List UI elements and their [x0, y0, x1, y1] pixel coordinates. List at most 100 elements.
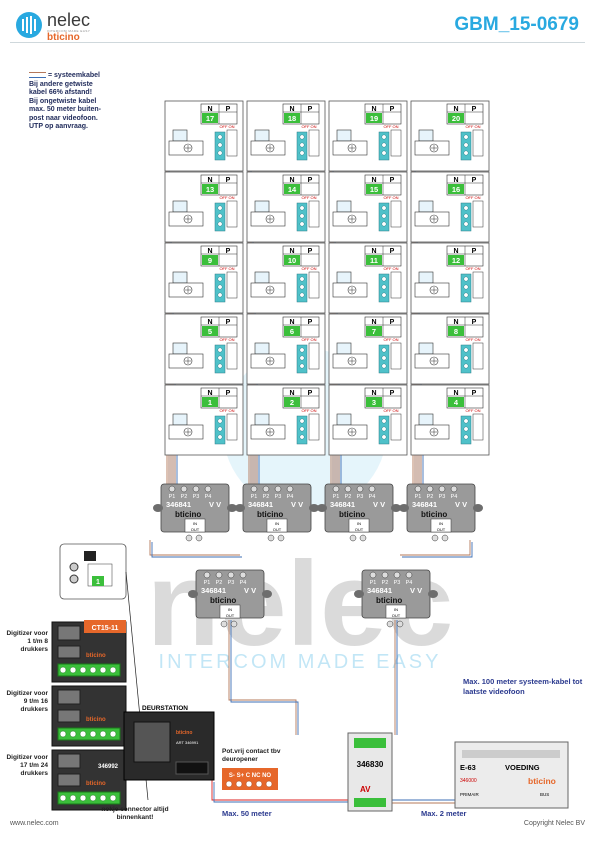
terminal-screw	[299, 150, 305, 156]
port-label: P2	[427, 494, 434, 500]
distributor-vv: V V	[244, 586, 256, 595]
col-n-label: N	[289, 177, 294, 184]
digitizer-label-2: Digitizer voor 9 t/m 16 drukkers	[6, 690, 48, 713]
note-max-50m: Max. 50 meter	[222, 809, 272, 818]
distributor-model: 346841	[166, 500, 191, 509]
port-label: P4	[287, 494, 294, 500]
terminal-screw	[463, 205, 469, 211]
col-p-label: P	[308, 319, 313, 326]
mount-tab	[473, 504, 483, 512]
unit-number-cell	[202, 255, 218, 265]
distributor-vv: V V	[209, 500, 221, 509]
terminal-screw	[89, 794, 97, 802]
module-port	[57, 773, 81, 787]
detail-number: 1	[96, 579, 100, 586]
terminal-screw	[99, 794, 107, 802]
terminal-screw	[99, 730, 107, 738]
distributor-brand: bticino	[175, 510, 201, 519]
psu-part: 346000	[460, 778, 477, 784]
unit-number: 10	[288, 256, 296, 265]
port-screw	[381, 571, 389, 579]
switch-label: OFF ON	[383, 266, 398, 271]
unit-number-cell	[366, 326, 382, 336]
module-port	[57, 625, 81, 641]
monitor-screen	[418, 271, 434, 284]
port-screw	[344, 485, 352, 493]
sound-wave-icon	[16, 12, 42, 38]
distributor-brand: bticino	[210, 596, 236, 605]
dip-switch	[226, 129, 238, 157]
port-screw	[450, 485, 458, 493]
switch-label: OFF ON	[219, 337, 234, 342]
unit-number-cell	[366, 255, 382, 265]
port-screw	[204, 485, 212, 493]
mount-tab	[227, 504, 237, 512]
unit-number: 9	[208, 256, 212, 265]
port-label: P4	[240, 580, 247, 586]
terminal-screw	[109, 730, 117, 738]
monitor-screen	[336, 129, 352, 142]
unit-number: 8	[454, 327, 458, 336]
terminal-screw	[463, 292, 469, 298]
col-p-label: P	[226, 390, 231, 397]
dip-switch	[390, 413, 402, 441]
distributor-in: IN	[439, 521, 443, 526]
col-n-label: N	[207, 106, 212, 113]
psu-vent	[462, 750, 560, 758]
terminal-screw	[463, 150, 469, 156]
unit-number: 20	[452, 114, 460, 123]
out-screw	[349, 534, 357, 542]
module-port	[57, 689, 81, 705]
terminal-screw	[463, 434, 469, 440]
terminal-screw	[299, 134, 305, 140]
dip-switch	[308, 342, 320, 370]
in-out-block	[430, 518, 452, 533]
col-n-label: N	[207, 390, 212, 397]
legend-title-row: = systeemkabel	[29, 72, 127, 81]
unit-number-cell	[448, 113, 464, 123]
port-label: P1	[333, 494, 340, 500]
in-out-block	[184, 518, 206, 533]
psu-left-label: PRIMAIR	[460, 792, 480, 797]
terminal-screw	[217, 205, 223, 211]
col-n-label: N	[371, 390, 376, 397]
terminal-screw	[217, 363, 223, 369]
port-label: P1	[370, 580, 377, 586]
col-n-label: N	[289, 390, 294, 397]
terminal-screw	[381, 284, 387, 290]
connector-note: nokje connector altijd binnenkant!	[101, 806, 169, 821]
monitor-screen	[418, 129, 434, 142]
terminal-screw	[299, 276, 305, 282]
dip-switch	[472, 342, 484, 370]
relay-screw	[265, 780, 273, 788]
unit-number-cell	[284, 326, 300, 336]
unit-number: 7	[372, 327, 376, 336]
col-p-label: P	[390, 319, 395, 326]
unit-number: 13	[206, 185, 214, 194]
distributor-brand: bticino	[339, 510, 365, 519]
port-screw	[168, 485, 176, 493]
switch-label: OFF ON	[301, 408, 316, 413]
mount-tab	[153, 504, 163, 512]
terminal-screw	[299, 205, 305, 211]
terminal-screw	[299, 221, 305, 227]
out-screw	[396, 620, 404, 628]
unit-number-cell	[366, 397, 382, 407]
monitor-screen	[172, 413, 188, 426]
mount-tab	[391, 504, 401, 512]
port-label: P4	[205, 494, 212, 500]
unit-number-cell	[448, 184, 464, 194]
distributor-in: IN	[394, 607, 398, 612]
